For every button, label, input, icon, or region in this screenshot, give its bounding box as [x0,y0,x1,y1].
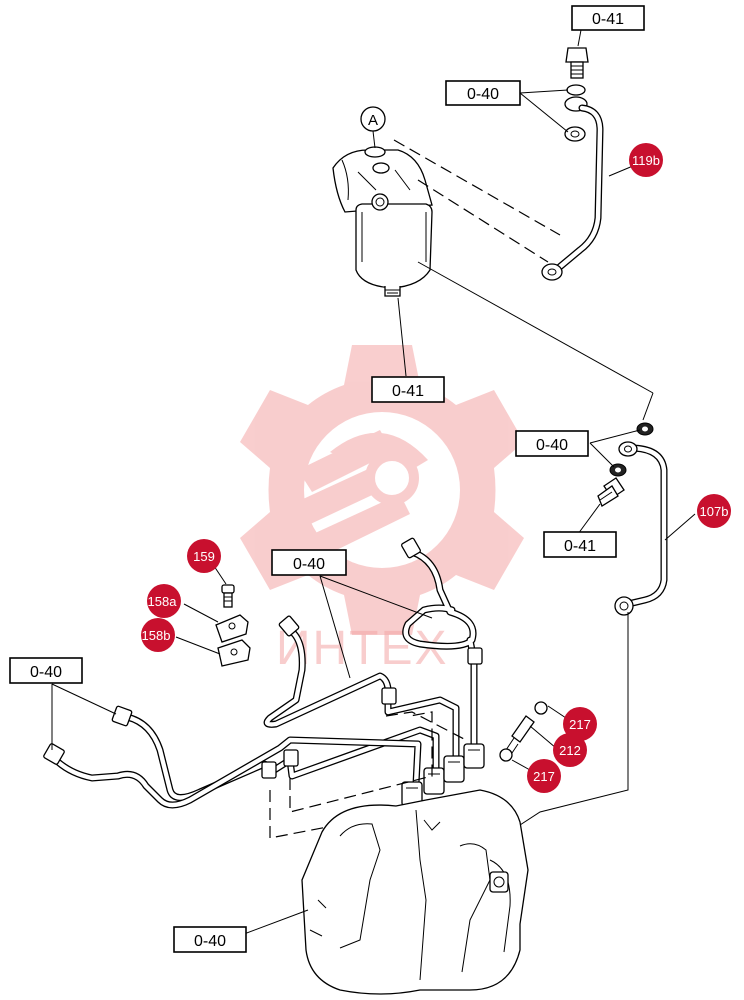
fuel-filter-assembly [332,146,433,297]
fitting-212-group [499,701,548,762]
ref-box-pump-label: 0-40 [194,933,226,950]
return-pipe-119b [541,104,604,281]
view-marker-label: A [368,112,378,129]
ref-box-washers-right-label: 0-40 [536,437,568,454]
washer-pair-right [609,422,654,477]
ref-box-plug-right-label: 0-41 [564,538,596,555]
feed-pipe-107b [614,441,668,616]
callout-119b-label: 119b [632,153,660,168]
callout-107b-label: 107b [700,504,729,519]
callout-158b-label: 158b [142,628,171,643]
ref-box-filter-label: 0-41 [392,383,424,400]
ref-box-plug-right: 0-41 [543,531,617,558]
callout-212[interactable]: 212 [553,733,587,767]
clamp-158b [217,639,251,667]
delivery-valves [401,743,485,807]
ref-box-filter: 0-41 [371,376,445,403]
ref-box-lines-center-label: 0-40 [293,556,325,573]
injection-lines [43,537,483,809]
ref-box-pump: 0-40 [173,926,247,953]
callout-158a-label: 158a [148,594,178,609]
dashed-leader-filter-to-pipe [393,139,561,236]
injection-pump-body [301,789,529,995]
callout-217-top[interactable]: 217 [563,707,597,741]
leader-filter-to-right [417,261,654,394]
callout-217-top-label: 217 [569,717,591,732]
clamp-bolt-159 [221,584,235,608]
ref-box-washers-right: 0-40 [515,430,589,457]
plug-bolt-right [597,477,625,507]
ref-box-washers-top: 0-40 [445,80,521,106]
callout-217-bottom[interactable]: 217 [527,759,561,793]
callout-212-label: 212 [559,743,581,758]
view-marker-a: A [360,106,386,149]
callout-159[interactable]: 159 [187,539,221,573]
callout-119b[interactable]: 119b [629,143,663,177]
ref-box-lines-left: 0-40 [9,657,83,684]
ref-box-lines-left-label: 0-40 [30,664,62,681]
banjo-bolt-top [564,47,589,142]
callout-217-bottom-label: 217 [533,769,555,784]
ref-box-top: 0-41 [571,5,645,31]
callout-159-label: 159 [193,549,215,564]
callout-158a[interactable]: 158a [147,584,181,618]
callout-158b[interactable]: 158b [141,618,175,652]
clamp-158a [215,614,249,643]
ref-box-lines-center: 0-40 [271,549,347,576]
callout-107b[interactable]: 107b [697,494,731,528]
ref-box-washers-top-label: 0-40 [467,86,499,103]
ref-box-top-label: 0-41 [592,11,624,28]
